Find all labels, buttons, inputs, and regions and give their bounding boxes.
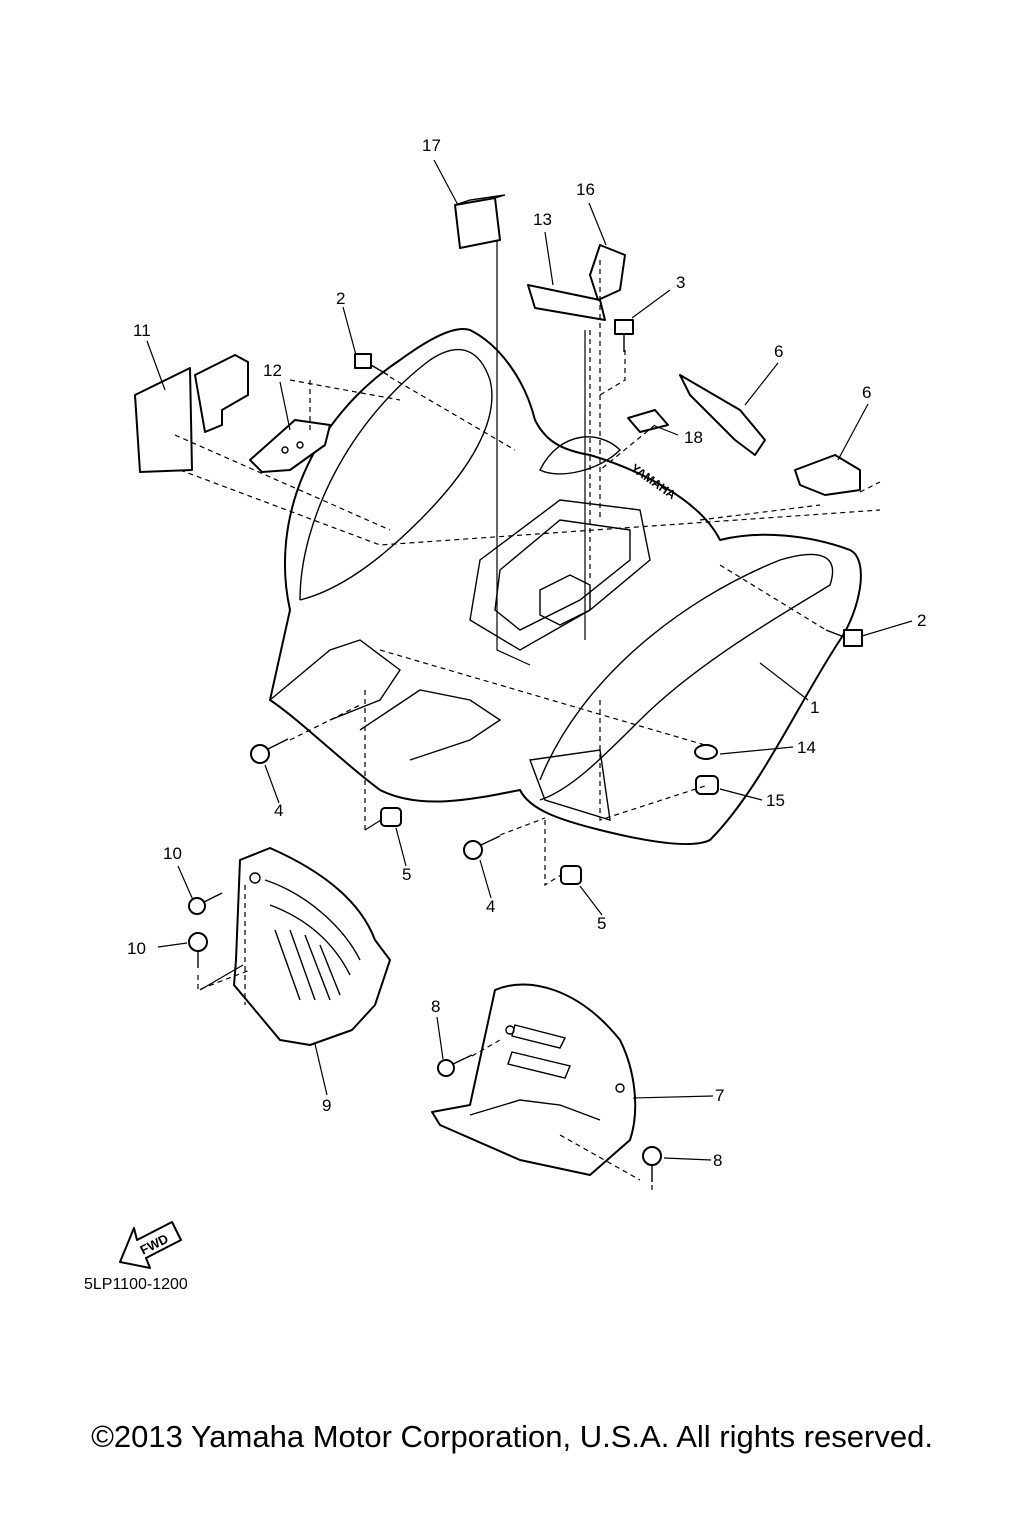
fwd-arrow-icon: FWD	[119, 1221, 182, 1269]
callout-8-lower: 8	[713, 1151, 722, 1170]
rear-fender: YAMAHA	[269, 328, 862, 846]
washer-part-14	[694, 744, 718, 760]
callout-6-lower: 6	[862, 383, 871, 402]
part-12-plate	[249, 419, 331, 473]
callout-labels: 17 16 13 3 2 11 12 6 6 18 2 1 14 15 4 5 …	[127, 136, 926, 1170]
callout-15: 15	[766, 791, 785, 810]
callout-10-lower: 10	[127, 939, 146, 958]
callout-16: 16	[576, 180, 595, 199]
part-7-mudflap	[431, 983, 637, 1176]
diagram-code: 5LP1100-1200	[84, 1276, 188, 1293]
callout-1: 1	[810, 698, 819, 717]
bolt-part-2-right	[825, 629, 863, 647]
callout-5-left: 5	[402, 865, 411, 884]
assembly-lines	[174, 240, 881, 1193]
bolt-part-2-upper	[354, 353, 389, 376]
screw-part-4-left	[250, 738, 289, 764]
leader-lines	[146, 159, 913, 1161]
screw-part-4-right	[463, 835, 501, 860]
nut-part-5-right	[560, 865, 582, 885]
screw-part-10-upper	[188, 892, 223, 915]
copyright-notice: ©2013 Yamaha Motor Corporation, U.S.A. A…	[91, 1419, 933, 1454]
part-6-bracket-a	[679, 374, 766, 456]
part-13-bracket	[527, 244, 626, 321]
callout-2-upper: 2	[336, 289, 345, 308]
callout-5-right: 5	[597, 914, 606, 933]
part-9-mudflap	[233, 847, 391, 1046]
callout-13: 13	[533, 210, 552, 229]
callout-11: 11	[133, 321, 151, 340]
screw-part-8-upper	[437, 1054, 473, 1077]
callout-7: 7	[715, 1086, 724, 1105]
callout-18: 18	[684, 428, 703, 447]
nut-part-5-left	[380, 807, 402, 827]
callout-4-right: 4	[486, 897, 495, 916]
part-17-block	[454, 194, 506, 249]
callout-10-upper: 10	[163, 844, 182, 863]
callout-17: 17	[422, 136, 441, 155]
part-18-pad	[627, 409, 669, 433]
callout-4-left: 4	[274, 801, 283, 820]
callout-3: 3	[676, 273, 685, 292]
callout-9: 9	[322, 1096, 331, 1115]
part-6-bracket-b	[794, 454, 861, 496]
callout-2-right: 2	[917, 611, 926, 630]
nut-part-15	[695, 775, 719, 795]
callout-8-upper: 8	[431, 997, 440, 1016]
callout-14: 14	[797, 738, 816, 757]
screw-part-10-lower	[188, 932, 208, 968]
callout-6-upper: 6	[774, 342, 783, 361]
part-11-bracket	[134, 354, 249, 473]
screw-part-8-lower	[642, 1146, 662, 1182]
callout-12: 12	[263, 361, 282, 380]
bolt-part-3	[614, 319, 634, 352]
